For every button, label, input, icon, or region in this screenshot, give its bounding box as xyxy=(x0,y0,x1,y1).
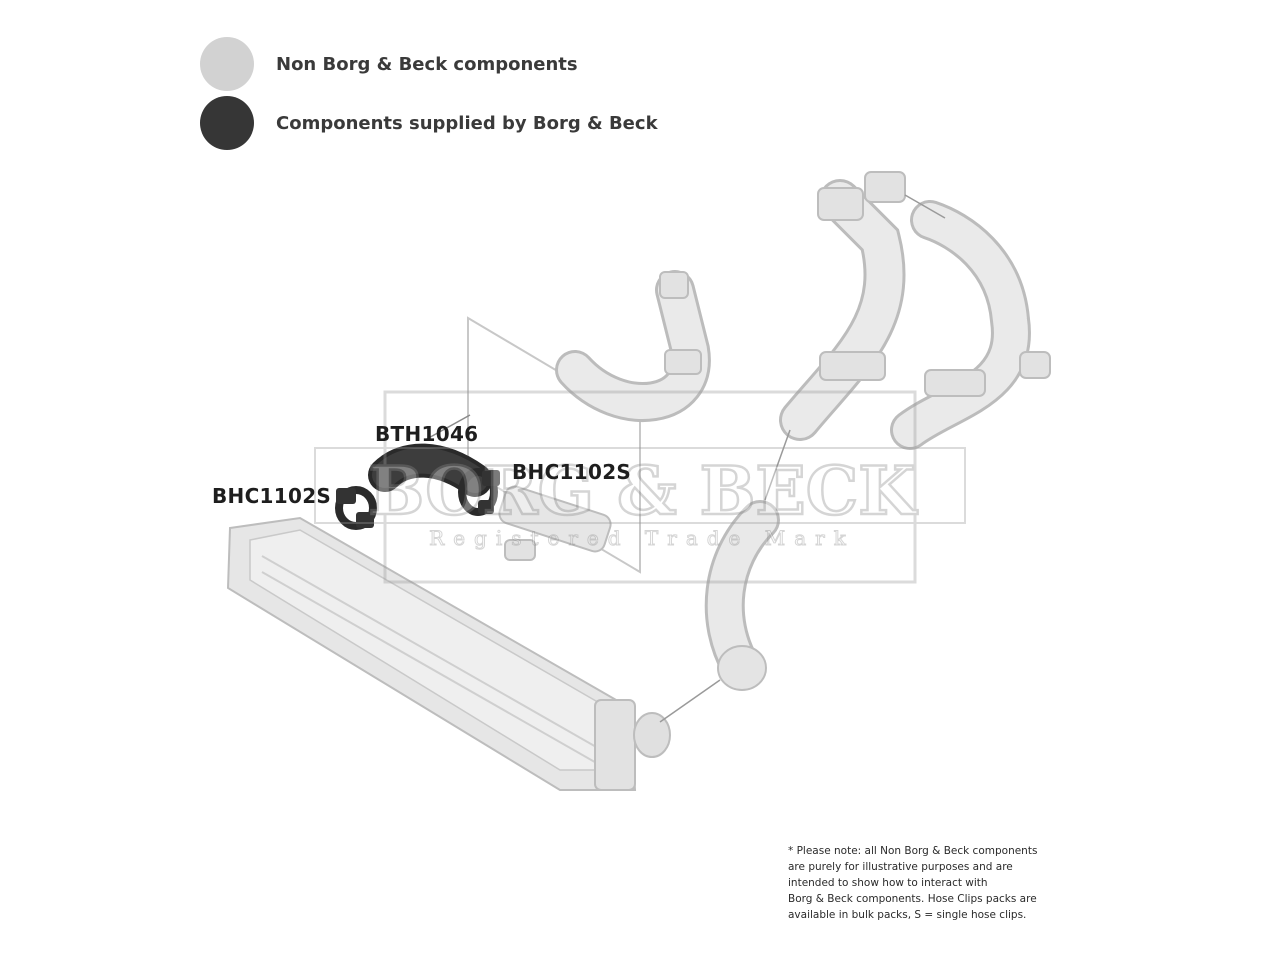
watermark-brand: BORG & BECK xyxy=(368,452,918,530)
watermark-subtitle: Registered Trade Mark xyxy=(429,526,855,550)
note-line: Borg & Beck components. Hose Clips packs… xyxy=(788,893,1037,905)
intercooler xyxy=(226,516,671,791)
center-pipe xyxy=(555,270,711,422)
outlet-pipe xyxy=(659,500,780,723)
hose-bth1046 xyxy=(368,414,492,497)
legend-item-supplied-by-borg-beck: Components supplied by Borg & Beck xyxy=(200,96,658,150)
legend-swatch-dark xyxy=(200,96,254,150)
part-label-hose: BTH1046 xyxy=(375,422,479,446)
far-right-pipe xyxy=(864,171,1051,450)
clip-left xyxy=(335,486,377,530)
part-label-clip-left: BHC1102S xyxy=(212,484,332,508)
note-line: available in bulk packs, S = single hose… xyxy=(788,909,1027,921)
legend-label: Components supplied by Borg & Beck xyxy=(276,112,658,134)
legend-swatch-light xyxy=(200,37,254,91)
note-line: are purely for illustrative purposes and… xyxy=(788,861,1013,873)
clip-right xyxy=(458,468,500,516)
legend-item-non-borg-beck: Non Borg & Beck components xyxy=(200,37,578,91)
connector-tube xyxy=(498,485,612,561)
legend-label: Non Borg & Beck components xyxy=(276,53,578,75)
note-line: * Please note: all Non Borg & Beck compo… xyxy=(788,845,1038,857)
watermark: BORG & BECK Registered Trade Mark xyxy=(314,390,966,584)
upper-pipe xyxy=(764,179,906,501)
note-line: intended to show how to interact with xyxy=(788,877,988,889)
disclaimer-note: * Please note: all Non Borg & Beck compo… xyxy=(788,843,1098,923)
part-label-clip-right: BHC1102S xyxy=(512,460,632,484)
